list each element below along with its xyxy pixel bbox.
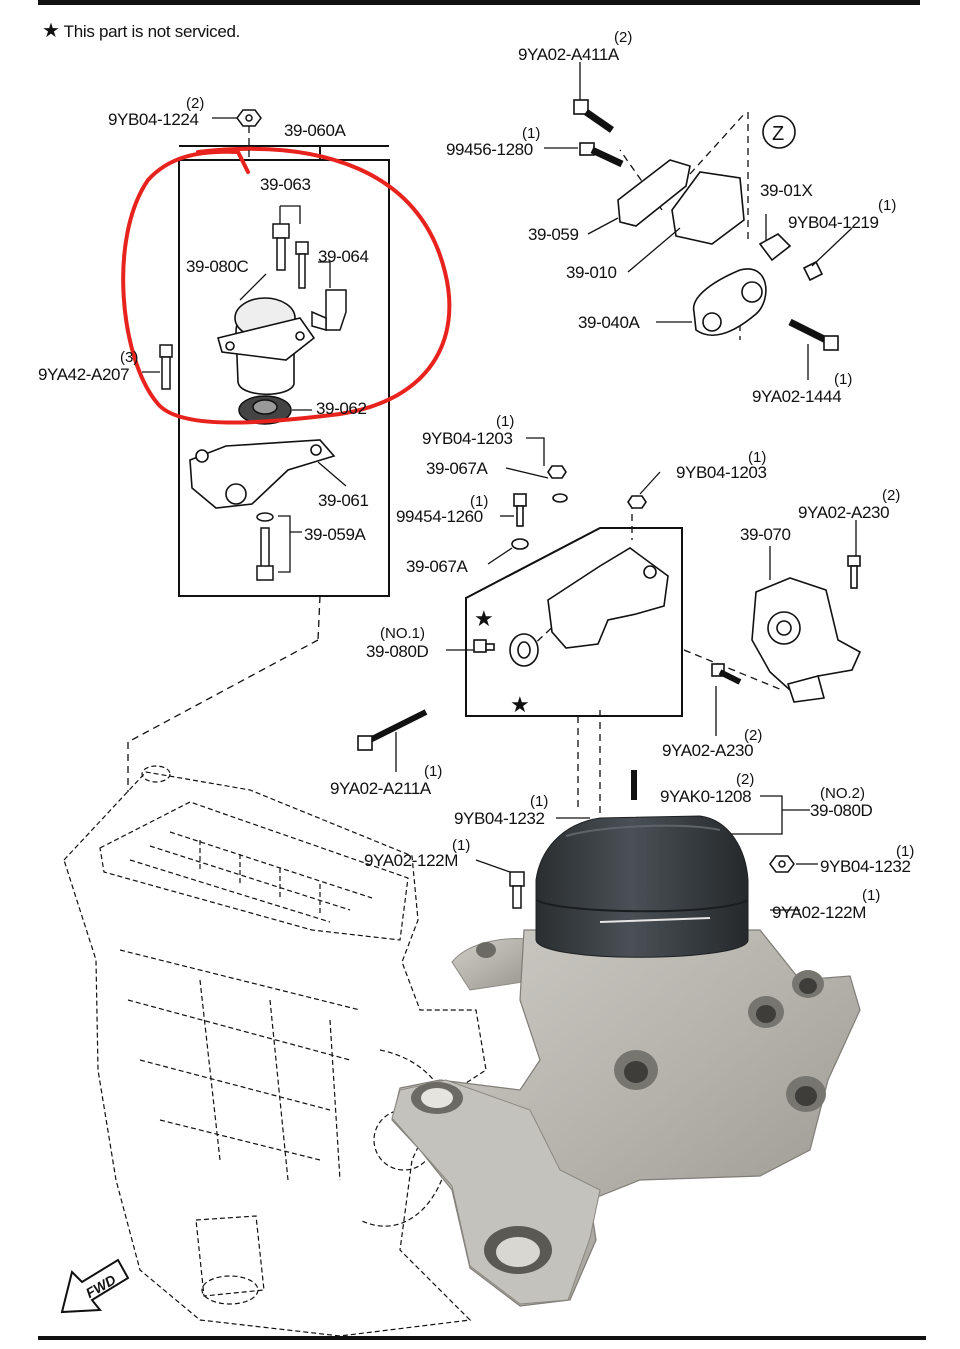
label-39-067a-bottom: 39-067A <box>406 557 469 576</box>
label-39-070: 39-070 <box>740 525 791 544</box>
middle-leaders <box>395 437 857 911</box>
label-99454-1260: 99454-1260 <box>396 507 483 526</box>
top-border <box>38 0 920 5</box>
legend-note: ★This part is not serviced. <box>42 18 240 43</box>
left-leaders <box>142 117 347 573</box>
bottom-bolt <box>256 512 274 581</box>
top-right-leaders <box>544 62 853 380</box>
engine-mount-photo <box>391 815 861 1307</box>
label-39-067a-top: 39-067A <box>426 459 489 478</box>
qty-9ya02-a211a: (1) <box>424 763 442 780</box>
label-39-080d-no2: 39-080D <box>810 801 873 820</box>
qty-9yb04-1219: (1) <box>878 197 896 214</box>
label-view-z: Z <box>772 123 784 145</box>
qty-9ya02-1444: (1) <box>834 371 852 388</box>
label-39-063: 39-063 <box>260 175 311 194</box>
qty-9yb04-1224: (2) <box>186 95 204 112</box>
qty-9yak0-1208: (2) <box>736 771 754 788</box>
stud-9ya42 <box>159 344 173 390</box>
qty-9ya02-a230-top: (2) <box>882 487 900 504</box>
qty-9ya02-122m-right: (1) <box>862 887 880 904</box>
qty-99454-1260: (1) <box>470 493 488 510</box>
label-9ya42-a207: 9YA42-A207 <box>38 365 129 384</box>
label-39-080c: 39-080C <box>186 257 249 276</box>
qty-39-080d-no1: (NO.1) <box>380 625 425 642</box>
view-marker-circle <box>762 115 796 149</box>
label-39-062: 39-062 <box>316 399 367 418</box>
star-marker-1: ★ <box>474 606 494 631</box>
label-9ya02-a411a: 9YA02-A411A <box>518 45 620 64</box>
label-9yb04-1203b: 9YB04-1203 <box>676 463 767 482</box>
label-9yb04-1219: 9YB04-1219 <box>788 213 879 232</box>
bottom-border <box>38 1336 926 1340</box>
part-labels: (2) 9YA02-A411A (2) 9YB04-1224 39-060A (… <box>38 29 914 922</box>
label-9yb04-1232a: 9YB04-1232 <box>454 809 545 828</box>
qty-9ya02-122m-left: (1) <box>452 837 470 854</box>
label-9yb04-1203a: 9YB04-1203 <box>422 429 513 448</box>
label-39-059: 39-059 <box>528 225 579 244</box>
star-symbol: ★ <box>42 20 60 42</box>
label-39-060a: 39-060A <box>284 121 347 140</box>
label-39-061: 39-061 <box>318 491 369 510</box>
label-9ya02-122m-right: 9YA02-122M <box>772 903 866 922</box>
label-39-040a: 39-040A <box>578 313 641 332</box>
bolt-9ya02-122m <box>509 871 525 909</box>
label-39-010: 39-010 <box>566 263 617 282</box>
nut-9yb04-1224 <box>236 109 262 127</box>
qty-9yb04-1232b: (1) <box>896 843 914 860</box>
label-9ya02-a230-top: 9YA02-A230 <box>798 503 889 522</box>
label-9ya02-1444: 9YA02-1444 <box>752 387 841 406</box>
label-39-080d-no1: 39-080D <box>366 642 429 661</box>
qty-9yb04-1232a: (1) <box>530 793 548 810</box>
star-marker-2: ★ <box>510 692 530 717</box>
legend-note-text: This part is not serviced. <box>63 22 241 41</box>
qty-39-080d-no2: (NO.2) <box>820 785 865 802</box>
label-9yak0-1208: 9YAK0-1208 <box>660 787 751 806</box>
qty-9yb04-1203a: (1) <box>496 413 514 430</box>
spacer-part <box>238 395 292 425</box>
qty-9ya02-a411a: (2) <box>614 29 632 46</box>
qty-9ya02-a230-bottom: (2) <box>744 727 762 744</box>
rear-mount-assembly <box>573 99 839 351</box>
qty-9ya42-a207: (3) <box>120 349 138 366</box>
label-9yb04-1224: 9YB04-1224 <box>108 110 199 129</box>
mount-rubber-part <box>217 297 316 395</box>
label-39-064: 39-064 <box>318 247 369 266</box>
mount-bracket-part <box>189 439 336 509</box>
qty-9yb04-1203b: (1) <box>748 449 766 466</box>
fwd-arrow <box>60 1258 130 1314</box>
label-9ya02-122m-left: 9YA02-122M <box>364 851 458 870</box>
right-mount-part <box>357 555 862 751</box>
label-9yb04-1232b: 9YB04-1232 <box>820 857 911 876</box>
highlight-circle <box>121 146 452 425</box>
middle-parts-box <box>465 527 683 717</box>
label-9ya02-a230-bottom: 9YA02-A230 <box>662 741 753 760</box>
label-39-059a: 39-059A <box>304 525 367 544</box>
label-39-01x: 39-01X <box>760 181 812 200</box>
box-bolts <box>272 223 347 331</box>
nut-9yb04-1232b <box>769 855 795 873</box>
label-99456-1280: 99456-1280 <box>446 140 533 159</box>
middle-box-parts <box>473 465 669 667</box>
qty-99456-1280: (1) <box>522 125 540 142</box>
label-9ya02-a211a: 9YA02-A211A <box>330 779 432 798</box>
